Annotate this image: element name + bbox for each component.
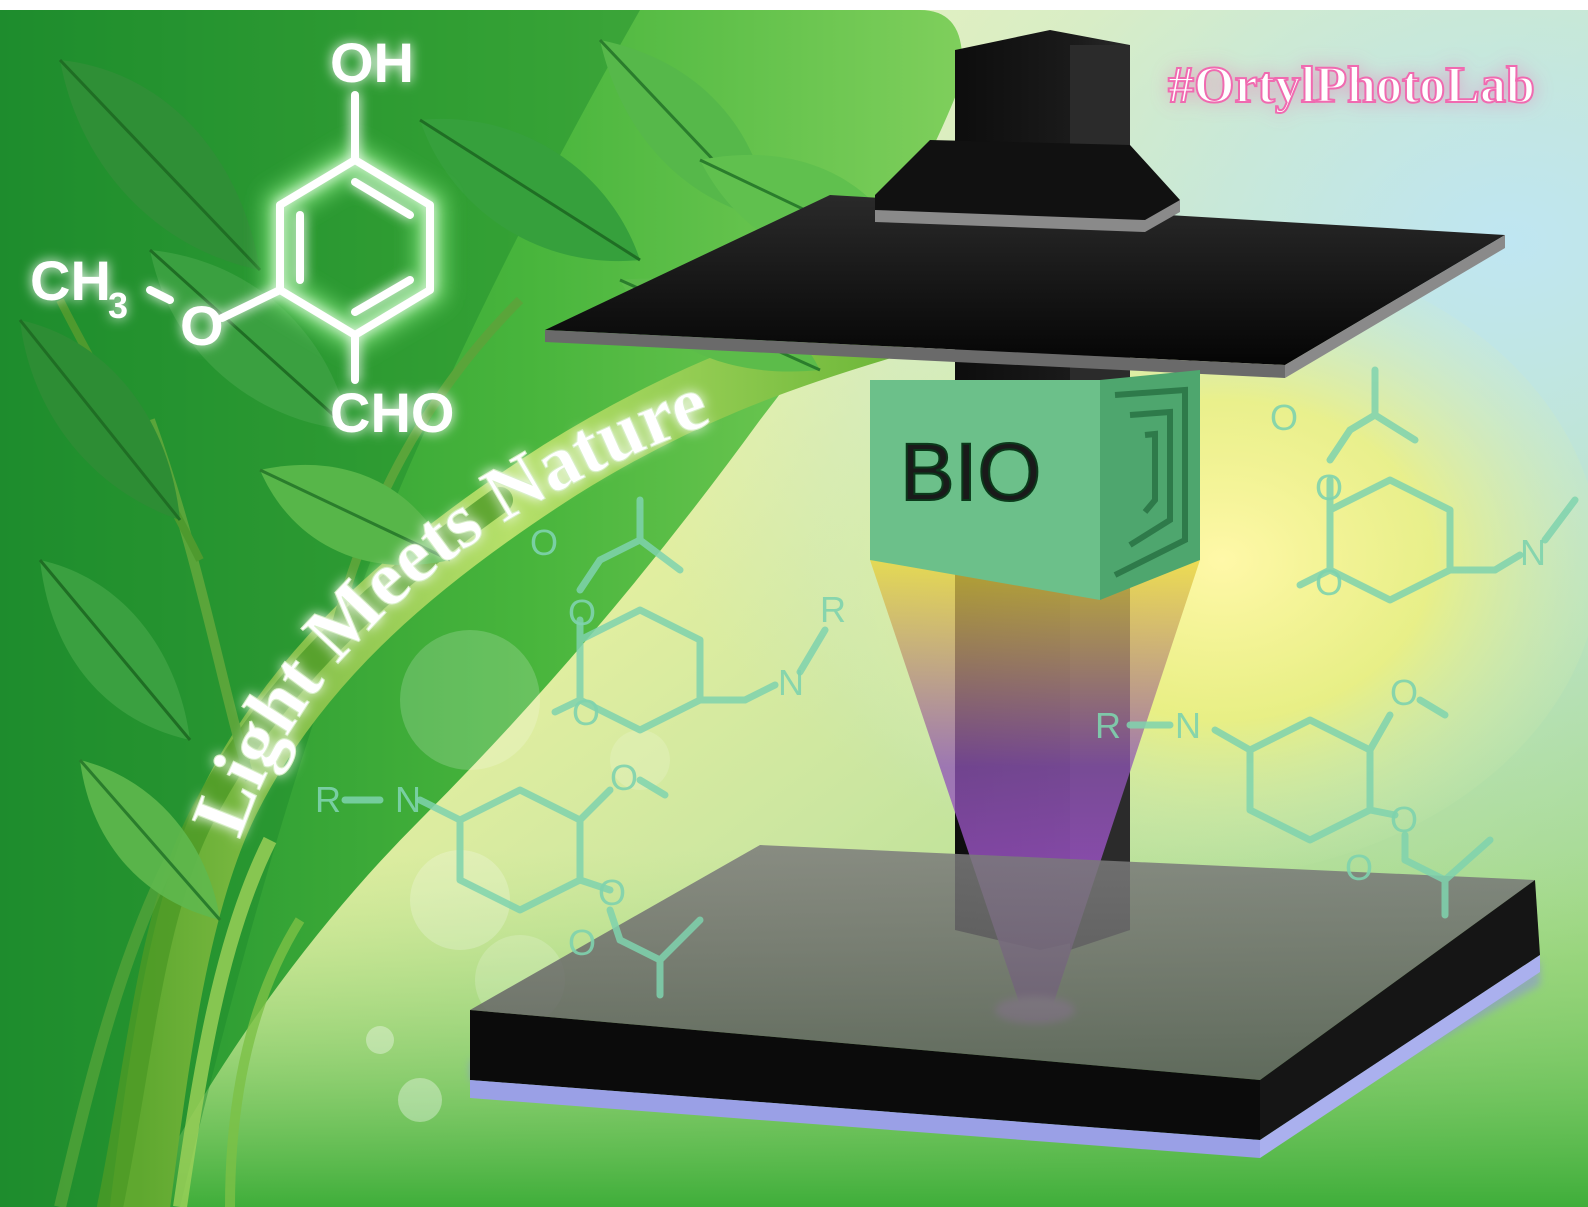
hashtag-text: #OrtylPhotoLab (1168, 57, 1535, 114)
vanillin-ch3-label: CH (30, 249, 111, 312)
monomer2-imine-n: N (395, 779, 421, 820)
bio-cube: BIO (870, 370, 1200, 600)
monomer2-ester-o: O (598, 872, 626, 913)
monomer-1 (551, 496, 829, 734)
monomer2-r-group: R (315, 779, 341, 820)
printer: BIO (470, 30, 1540, 1158)
monomer3-methoxy-o: O (1315, 562, 1343, 603)
monomer1-methoxy-o: O (572, 692, 600, 733)
vanillin-structure: OH CH 3 O CHO (30, 31, 454, 444)
vanillin-subscript-3: 3 (108, 285, 128, 326)
monomer2-methoxy-o: O (610, 757, 638, 798)
monomer1-r-group: R (820, 589, 846, 630)
light-beam (870, 560, 1200, 1020)
top-band (0, 0, 1588, 10)
monomer4-carbonyl-o: O (1345, 847, 1373, 888)
monomer1-ester-o: O (568, 592, 596, 633)
vine (54, 296, 910, 1207)
monomer1-imine-n: N (778, 662, 804, 703)
vanillin-oh-label: OH (330, 31, 414, 94)
monomer3-imine-n: N (1520, 532, 1546, 573)
vanillin-cho-label: CHO (330, 381, 454, 444)
hashtag: #OrtylPhotoLab #OrtylPhotoLab (1167, 56, 1536, 115)
monomer1-carbonyl-o: O (530, 522, 558, 563)
hashtag-glow: #OrtylPhotoLab (1168, 57, 1535, 114)
monomer3-ester-o: O (1315, 467, 1343, 508)
monomer-structures (341, 366, 1579, 999)
monomer4-r-group: R (1095, 705, 1121, 746)
monomer-3 (1296, 366, 1579, 604)
monomer3-carbonyl-o: O (1270, 397, 1298, 438)
build-plate (470, 845, 1540, 1158)
monomer-2 (341, 776, 704, 999)
monomer-labels: O O O N R R N O O O O O O N R N O O O (315, 397, 1546, 963)
monomer-4 (1126, 696, 1494, 919)
printer-hood (545, 140, 1505, 378)
monomer4-ester-o: O (1390, 799, 1418, 840)
monomer4-methoxy-o: O (1390, 672, 1418, 713)
monomer4-imine-n: N (1175, 705, 1201, 746)
monomer2-carbonyl-o: O (568, 922, 596, 963)
bio-label: BIO (900, 427, 1041, 518)
vanillin-o-label: O (180, 294, 224, 357)
